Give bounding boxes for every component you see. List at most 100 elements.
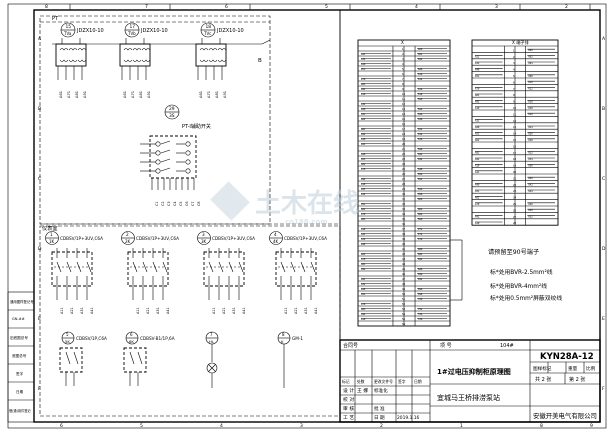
terminal-number: 30: [402, 192, 406, 196]
strip-row-0: 通用图样登记号: [10, 299, 34, 304]
relay-lead-label: A41: [166, 307, 170, 314]
pt-lead-label: A91: [223, 91, 227, 98]
terminal-wire-right: 620: [528, 113, 533, 116]
strip-row-5: 日期: [16, 389, 24, 394]
note-2: 标*处用BVR-4mm²线: [490, 282, 547, 290]
switch-lead-label: C1: [155, 201, 159, 206]
row-mark: F: [602, 386, 605, 392]
terminal-number: 14: [402, 112, 406, 116]
terminal-number: 5: [402, 67, 404, 71]
pt-lead-label: A61: [123, 91, 127, 98]
terminal-wire-left: A10: [361, 183, 366, 186]
bottom-col-mark: 6: [60, 423, 63, 429]
terminal-wire-right: 608: [528, 75, 533, 78]
model-number: KYN28A-12: [540, 352, 594, 362]
terminal-wire-right: 610: [418, 73, 423, 76]
terminal-number: 52: [402, 302, 406, 306]
switch-lead-label: C7: [191, 201, 195, 206]
terminal-number: 16: [402, 122, 406, 126]
terminal-wire-left: A40: [361, 153, 366, 156]
relay-lead-label: A41: [242, 307, 246, 314]
role-review: 审 核: [343, 405, 354, 412]
terminal-wire-left: A32: [475, 62, 480, 65]
terminal-number: 22: [513, 183, 517, 187]
terminal-number: 23: [513, 189, 517, 193]
col-mark: 2: [565, 4, 568, 10]
relay-label: CDBSV/1P+3UV,C6A: [284, 236, 327, 241]
company-name: 安徽开美电气有限公司: [533, 411, 597, 420]
terminal-number: 17: [513, 151, 517, 155]
terminal-number: 25: [513, 202, 517, 206]
terminal-wire-right: 680: [418, 248, 423, 251]
top-column-marks: 87654321: [45, 4, 591, 10]
terminal-wire-left: A40: [475, 184, 480, 187]
terminal-wire-right: 608: [418, 68, 423, 71]
relay-lead-label: A31: [304, 307, 308, 314]
terminal-wire-left: A92: [475, 158, 480, 161]
project-no-value: 104#: [500, 343, 514, 349]
relay-num-bot: 4K: [273, 239, 279, 244]
terminal-wire-right: 666: [418, 213, 423, 216]
revision-header: 签字: [398, 379, 406, 384]
terminal-wire-right: 652: [418, 178, 423, 181]
terminal-number: 13: [513, 125, 517, 129]
relay-num-top: 2: [126, 232, 129, 237]
watermark-sub: co188.com: [285, 218, 327, 226]
terminal-wire-right: 616: [418, 88, 423, 91]
inner-frame: [33, 9, 601, 423]
drawing-title: 1#过电压抑制柜原理图: [437, 367, 511, 376]
terminal-number: 26: [513, 208, 517, 212]
terminal-wire-right: 632: [418, 128, 423, 131]
project-name: 宜城马王桥排涝泵站: [437, 393, 500, 402]
revision-header: 日期: [414, 379, 422, 384]
terminal-number: 1: [402, 47, 404, 51]
pt-lead-label: A71: [67, 91, 71, 98]
terminal-number: 23: [402, 157, 406, 161]
terminal-wire-right: 664: [418, 208, 423, 211]
terminal-wire-right: 644: [528, 190, 533, 193]
terminal-wire-left: A62: [475, 139, 480, 142]
terminal-wire-left: A70: [361, 213, 366, 216]
terminal-wire-right: 624: [528, 126, 533, 129]
unit-num-top: 5: [66, 332, 69, 337]
relay-lead-label: A21: [222, 307, 226, 314]
terminal-number: 17: [402, 127, 406, 131]
terminal-wire-left: A51: [361, 293, 366, 296]
terminal-wire-right: 668: [418, 218, 423, 221]
switch-lead-label: C6: [185, 201, 189, 206]
terminal-wire-left: A10: [475, 222, 480, 225]
terminal-wire-right: 684: [418, 258, 423, 261]
lower-unit: 7HL: [205, 331, 219, 388]
terminal-number: 19: [402, 137, 406, 141]
terminal-wire-right: 634: [418, 133, 423, 136]
terminal-wire-left: A62: [361, 208, 366, 211]
terminal-number: 28: [513, 221, 517, 225]
terminal-wire-right: 628: [528, 139, 533, 142]
relay-lead-label: A41: [314, 307, 318, 314]
date-label: 日 期: [374, 415, 385, 421]
terminal-wire-right: 648: [418, 168, 423, 171]
terminal-wire-right: 628: [418, 118, 423, 121]
terminal-wire-left: A40: [361, 63, 366, 66]
bottom-col-mark: 1: [460, 423, 463, 429]
terminal-wire-right: 642: [418, 153, 423, 156]
relay-lead-label: A11: [284, 307, 288, 314]
terminal-number: 47: [402, 277, 406, 281]
terminal-number: 53: [402, 307, 406, 311]
terminal-number: 41: [402, 247, 406, 251]
bottom-col-mark: 2: [380, 423, 383, 429]
weight-label: 重量: [568, 365, 578, 372]
terminal-number: 27: [402, 177, 406, 181]
unit-label: GM-1: [292, 336, 303, 341]
terminal-number: 3: [513, 61, 515, 65]
pt-lead-label: A61: [59, 91, 63, 98]
terminal-wire-left: A21: [475, 56, 480, 59]
terminal-number: 36: [402, 222, 406, 226]
